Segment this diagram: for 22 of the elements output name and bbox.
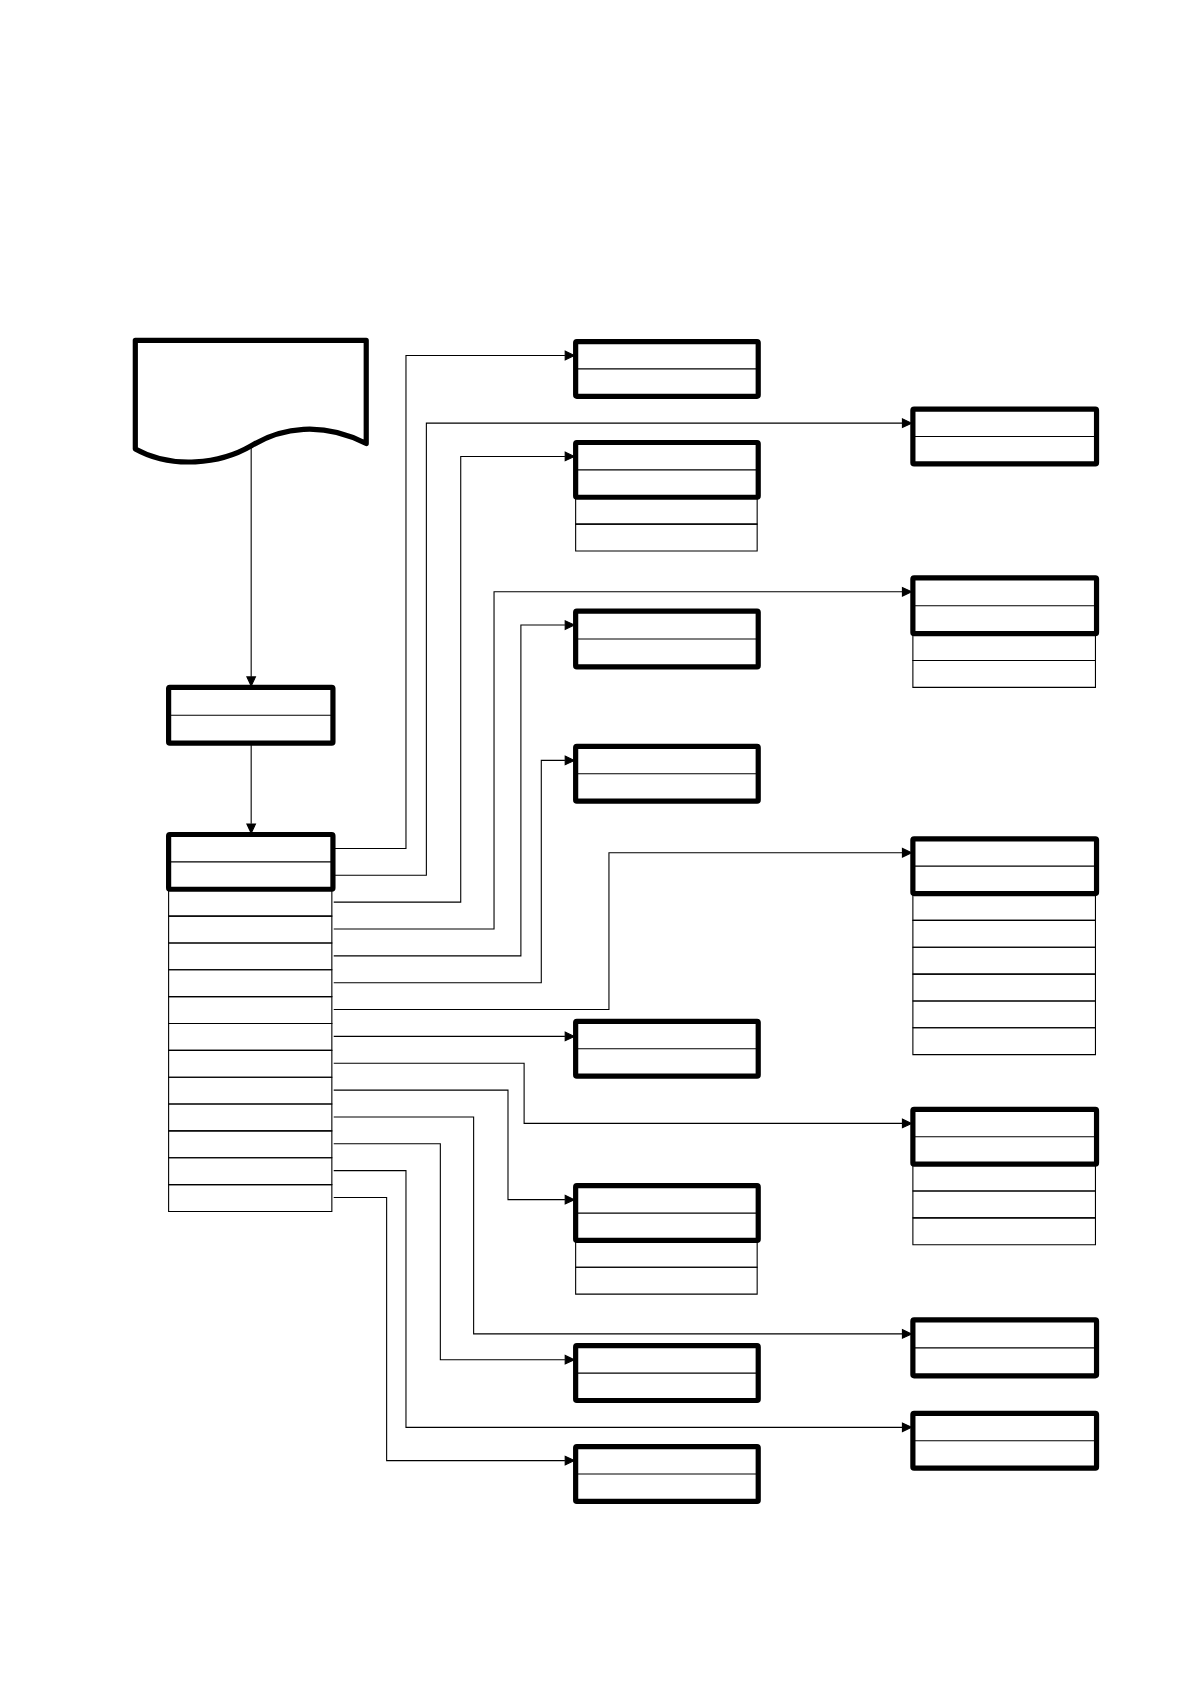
record-box <box>910 1317 1100 1379</box>
table-box <box>910 575 1100 688</box>
record-box <box>166 684 336 746</box>
document-shape <box>132 337 369 465</box>
record-box <box>573 1018 761 1079</box>
table-box <box>910 836 1100 1056</box>
arrow <box>333 847 913 1011</box>
record-box <box>573 1343 761 1404</box>
arrow <box>333 1062 913 1129</box>
record-box <box>573 1444 761 1505</box>
table-box <box>573 1183 761 1295</box>
arrow <box>333 418 913 876</box>
record-box <box>573 338 761 399</box>
table-box <box>910 1106 1100 1246</box>
record-box <box>910 406 1100 467</box>
record-box <box>573 608 761 670</box>
table-box <box>573 439 761 552</box>
arrow <box>333 586 913 930</box>
record-box <box>573 743 761 804</box>
table-box <box>166 831 336 1212</box>
arrow <box>333 1170 913 1433</box>
record-box <box>910 1410 1100 1471</box>
